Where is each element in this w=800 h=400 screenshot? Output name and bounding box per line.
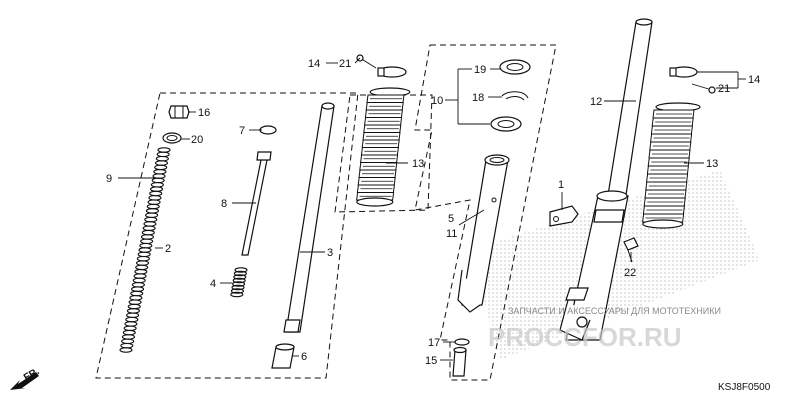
left-dashed-frame (95, 92, 359, 379)
oil-lock-piece (271, 343, 295, 369)
front-direction-arrow: FR. (10, 366, 42, 390)
label-14-left: 14 (308, 58, 320, 70)
socket-bolt (452, 346, 467, 377)
boot-clamp-left (356, 54, 407, 78)
label-22: 22 (624, 267, 636, 279)
label-10: 10 (431, 95, 443, 107)
dust-boot-left (356, 87, 411, 207)
diagram-code: KSJ8F0500 (718, 382, 771, 393)
watermark-brand: PROCCFOR.RU (488, 322, 682, 352)
fork-spring (119, 147, 171, 353)
label-18: 18 (472, 92, 484, 104)
label-14-right: 14 (748, 74, 760, 86)
label-11: 11 (446, 228, 457, 240)
label-9: 9 (106, 173, 112, 185)
right-fork-tube (607, 18, 653, 196)
label-2: 2 (165, 243, 171, 255)
label-21-right: 21 (718, 83, 730, 95)
drain-washer (454, 338, 470, 346)
label-7: 7 (239, 125, 245, 137)
label-8: 8 (221, 198, 227, 210)
circlip (501, 91, 529, 101)
label-15: 15 (425, 355, 437, 367)
piston-ring (259, 125, 277, 135)
right-dashed-frame (414, 44, 557, 381)
label-20: 20 (191, 134, 203, 146)
label-19: 19 (474, 64, 486, 76)
label-13-left: 13 (412, 158, 424, 170)
oil-seal (490, 116, 522, 132)
label-5: 5 (448, 213, 454, 225)
label-13-right: 13 (706, 158, 718, 170)
damper-rod (241, 151, 272, 256)
direction-label: FR. (22, 366, 42, 384)
label-12: 12 (590, 96, 602, 108)
watermark-text: ЗАПЧАСТИ И АКСЕССУАРЫ ДЛЯ МОТОТЕХНИКИ (508, 306, 721, 316)
inner-fork-tube (283, 102, 335, 333)
rebound-spring (230, 267, 248, 298)
cap-bolt (168, 105, 190, 119)
leader-lines (118, 57, 746, 361)
fork-bracket (549, 205, 579, 227)
label-1: 1 (558, 179, 564, 191)
label-21-left: 21 (339, 58, 351, 70)
label-6: 6 (301, 351, 307, 363)
boot-clamp-right (669, 66, 716, 94)
fork-slider (457, 154, 510, 313)
label-16: 16 (198, 107, 210, 119)
dust-boot-right (642, 102, 701, 229)
label-17: 17 (428, 337, 440, 349)
label-3: 3 (327, 247, 333, 259)
dust-seal (499, 59, 531, 75)
o-ring (162, 132, 182, 144)
right-fork-slider-assembled (559, 190, 629, 341)
label-4: 4 (210, 278, 216, 290)
